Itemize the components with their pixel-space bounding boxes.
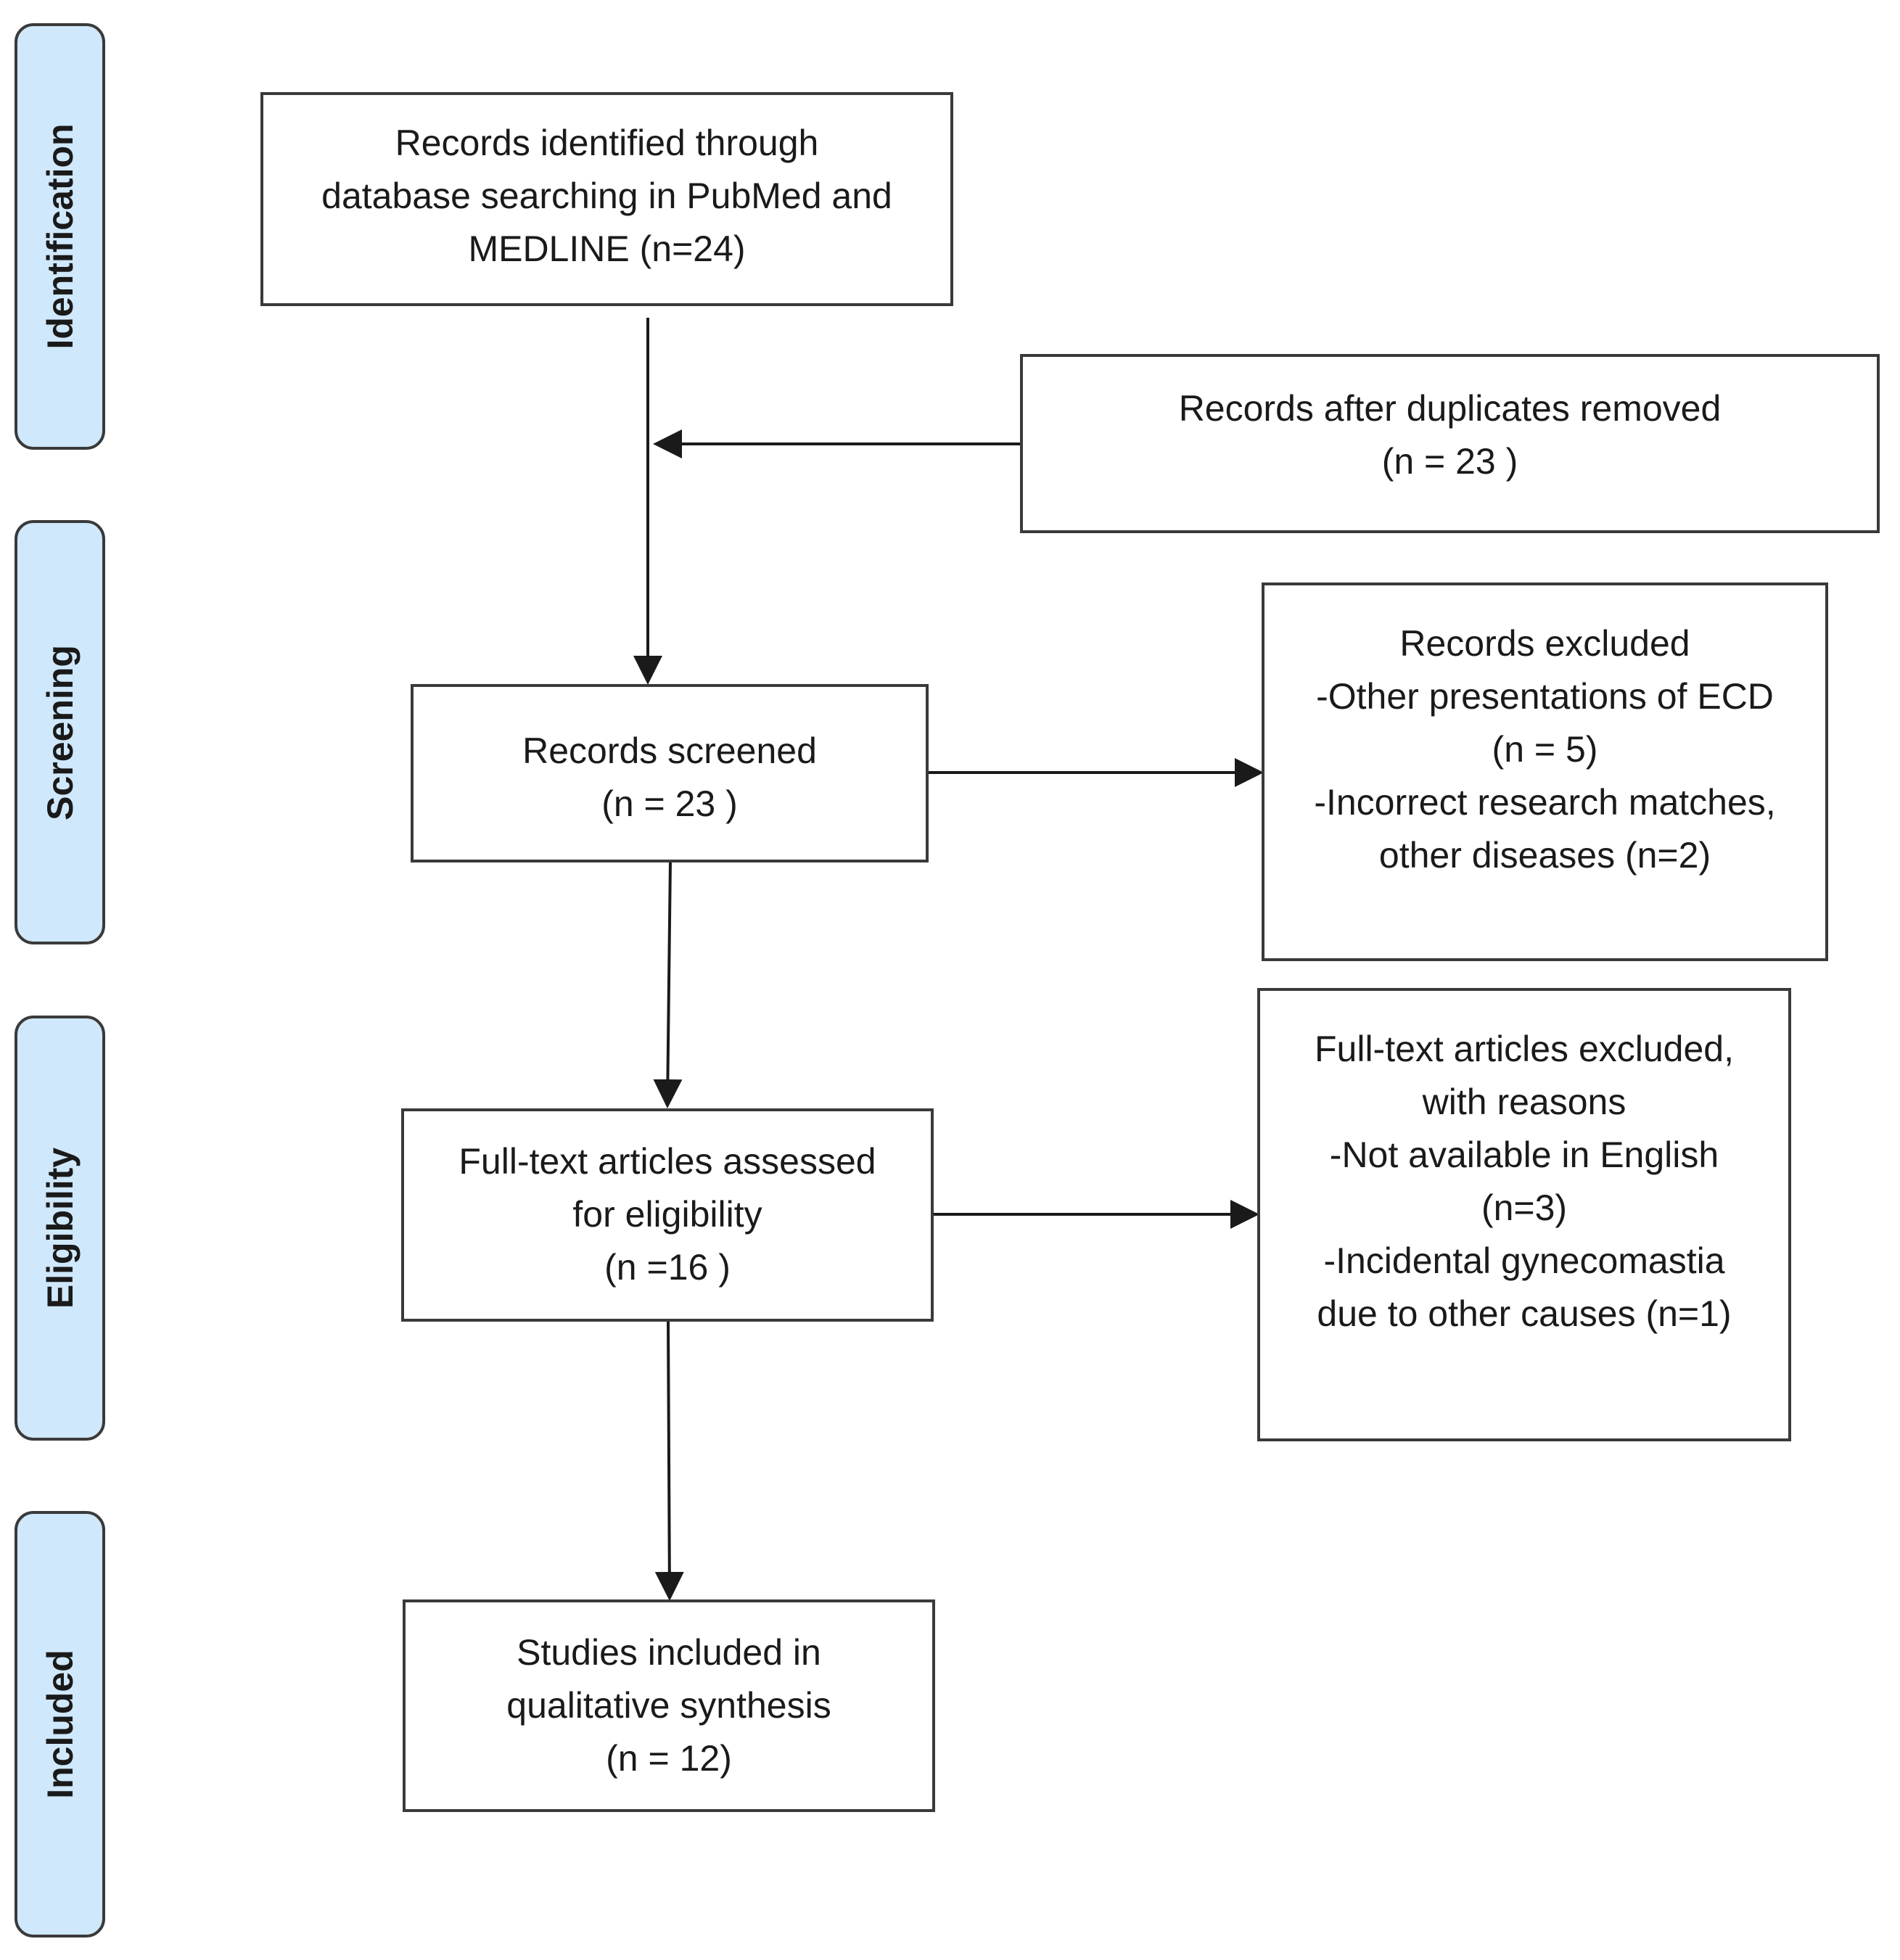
box-text-line: with reasons — [1422, 1082, 1626, 1122]
box-text-line: (n = 23 ) — [1381, 441, 1518, 482]
box-text-line: database searching in PubMed and — [321, 176, 892, 216]
box-text-line: Full-text articles assessed — [458, 1141, 876, 1182]
box-text-line: -Incidental gynecomastia — [1323, 1240, 1725, 1281]
box-text-line: Records after duplicates removed — [1178, 388, 1722, 429]
box-text-line: Records identified through — [395, 123, 819, 163]
box-text-line: due to other causes (n=1) — [1317, 1293, 1732, 1334]
box-text-line: (n = 23 ) — [601, 783, 738, 824]
box-text-line: Records excluded — [1399, 623, 1690, 664]
stage-tab-screening: Screening — [15, 520, 105, 944]
box-text-line: (n = 5) — [1492, 729, 1598, 770]
box-records-identified: Records identified through database sear… — [260, 92, 953, 306]
box-text-line: MEDLINE (n=24) — [468, 228, 746, 269]
box-text-line: Full-text articles excluded, — [1314, 1029, 1734, 1069]
box-text-line: -Other presentations of ECD — [1316, 676, 1774, 717]
box-text-line: (n =16 ) — [604, 1247, 731, 1288]
box-duplicates-removed: Records after duplicates removed (n = 23… — [1020, 354, 1880, 533]
box-records-screened: Records screened (n = 23 ) — [411, 684, 929, 862]
box-text-line: other diseases (n=2) — [1378, 835, 1711, 876]
stage-tab-identification: Identification — [15, 23, 105, 450]
box-text-line: -Incorrect research matches, — [1314, 782, 1776, 823]
box-text-line: (n=3) — [1481, 1187, 1568, 1228]
box-text-line: (n = 12) — [606, 1738, 732, 1779]
arrow-screened-to-fulltext — [653, 860, 683, 1108]
box-text-line: for eligibility — [572, 1194, 762, 1235]
box-text-line: qualitative synthesis — [506, 1685, 831, 1726]
arrow-fulltext-to-included — [654, 1321, 684, 1601]
box-text-line: -Not available in English — [1329, 1135, 1719, 1175]
box-fulltext-assessed: Full-text articles assessed for eligibil… — [401, 1108, 934, 1322]
box-records-excluded: Records excluded -Other presentations of… — [1262, 582, 1828, 961]
stage-tab-eligibility: Eligibility — [15, 1016, 105, 1441]
box-fulltext-excluded: Full-text articles excluded, with reason… — [1257, 988, 1791, 1441]
box-text-line: Records screened — [522, 730, 817, 771]
box-text-line: Studies included in — [517, 1632, 821, 1673]
box-studies-included: Studies included in qualitative synthesi… — [403, 1599, 935, 1812]
stage-tab-included: Included — [15, 1511, 105, 1938]
